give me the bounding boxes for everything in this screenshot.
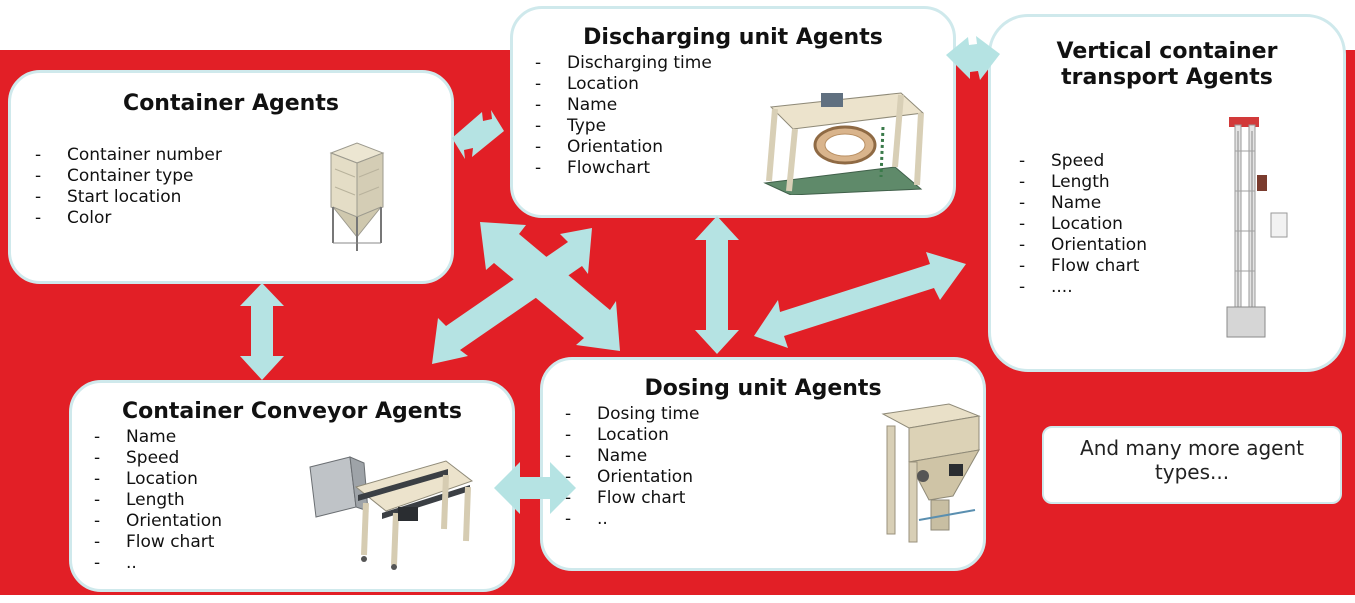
discharging-unit-illustration [763,92,925,195]
list-item: -Location [1019,214,1123,234]
list-item: -Color [35,208,112,228]
double-arrow-discharging-vertical [946,36,1000,80]
discharging-unit-agents-card: Discharging unit Agents -Discharging tim… [510,6,956,218]
conveyor-illustration [309,456,474,570]
card-title: Vertical container transport Agents [991,39,1343,92]
list-item: -Length [1019,172,1110,192]
list-item: -Name [1019,193,1102,213]
list-item: -Flow chart [94,532,215,552]
attribute-list: -Speed -Length -Name -Location -Orientat… [1019,151,1147,298]
attribute-list: -Name -Speed -Location -Length -Orientat… [94,427,222,574]
dosing-unit-illustration [881,403,981,543]
more-text-line-2: types... [1154,460,1230,484]
list-item: -Container number [35,145,222,165]
vertical-transport-agents-card: Vertical container transport Agents -Spe… [988,14,1346,372]
card-title: Container Agents [123,91,339,116]
list-item: -Name [565,446,648,466]
list-item: -Type [535,116,607,136]
list-item: -Orientation [94,511,222,531]
list-item: -Location [94,469,198,489]
list-item: -.. [565,509,608,529]
card-title: Container Conveyor Agents [121,399,463,424]
double-arrow-container-discharging [452,110,504,159]
list-item: -Container type [35,166,194,186]
double-arrow-discharging-dosing [695,216,739,354]
card-title-line-1: Vertical container [1056,39,1278,64]
attribute-list: -Container number -Container type -Start… [35,145,222,229]
vertical-transport-illustration [1226,117,1288,338]
list-item: -.... [1019,277,1073,297]
list-item: -Discharging time [535,53,712,73]
double-arrow-dosing-vertical [754,252,966,348]
list-item: -Flowchart [535,158,650,178]
more-text-line-1: And many more agent [1080,436,1304,460]
list-item: -Orientation [535,137,663,157]
list-item: -Start location [35,187,182,207]
list-item: -Speed [94,448,180,468]
container-conveyor-agents-card: Container Conveyor Agents -Name -Speed -… [69,380,515,592]
double-arrow-conveyor-dosing [494,462,576,514]
list-item: -Name [94,427,177,447]
more-agent-types-box: And many more agent types... [1042,426,1342,504]
list-item: -Flow chart [565,488,686,508]
attribute-list: -Discharging time -Location -Name -Type … [535,53,712,179]
list-item: -Length [94,490,185,510]
list-item: -Flow chart [1019,256,1140,276]
container-illustration [329,142,385,251]
card-title: Discharging unit Agents [583,25,883,50]
list-item: -Dosing time [565,404,700,424]
list-item: -.. [94,553,137,573]
cross-arrow-conveyor-discharging [432,228,592,364]
container-agents-card: Container Agents -Container number -Cont… [8,70,454,284]
double-arrow-container-conveyor [240,283,284,380]
list-item: -Location [535,74,639,94]
list-item: -Speed [1019,151,1105,171]
list-item: -Name [535,95,618,115]
attribute-list: -Dosing time -Location -Name -Orientatio… [565,404,699,530]
card-title-line-2: transport Agents [1061,65,1273,91]
list-item: -Location [565,425,669,445]
card-title: Dosing unit Agents [644,376,882,401]
dosing-unit-agents-card: Dosing unit Agents -Dosing time -Locatio… [540,357,986,571]
list-item: -Orientation [1019,235,1147,255]
list-item: -Orientation [565,467,693,487]
